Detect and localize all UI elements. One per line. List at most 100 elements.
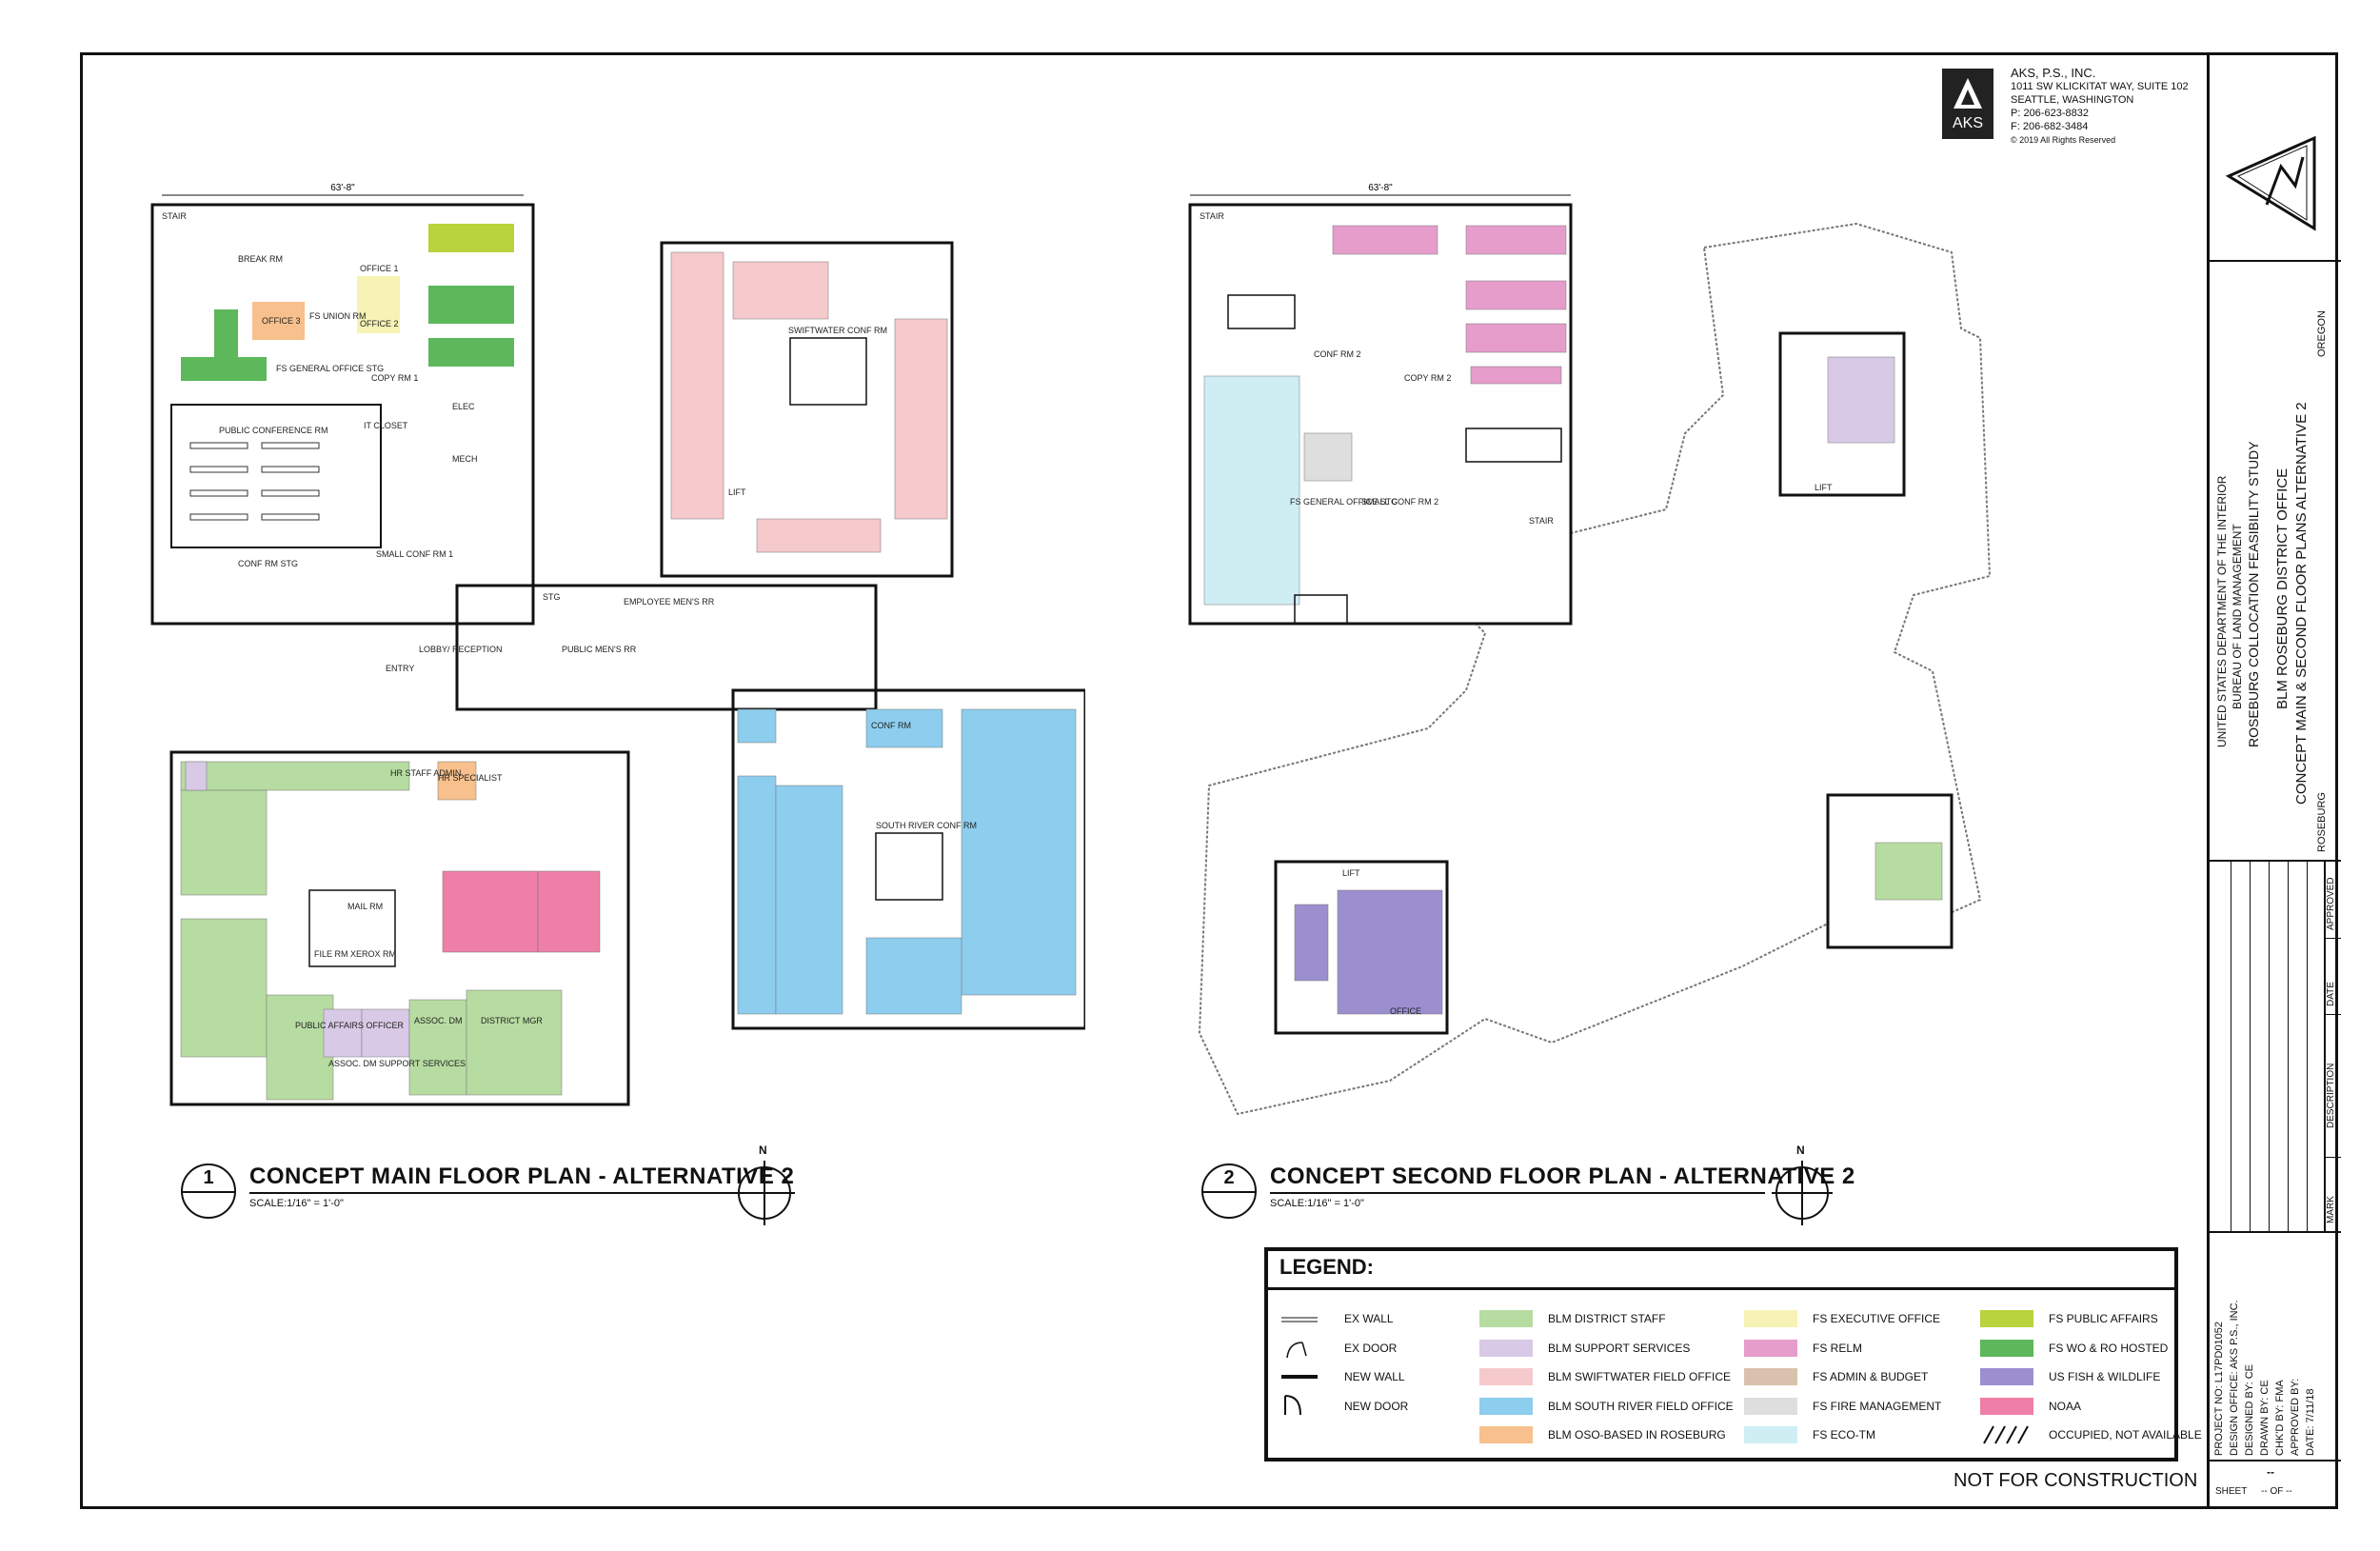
label-lobby: LOBBY/ RECEPTION	[419, 645, 503, 654]
label-public-mens: PUBLIC MEN'S RR	[562, 645, 637, 654]
plan2-north-label: N	[1796, 1143, 1805, 1157]
label-office3: OFFICE 3	[262, 316, 301, 326]
drawn-by: DRAWN BY: CE	[2259, 1380, 2271, 1456]
legend-ex-door: EX DOOR	[1344, 1342, 1398, 1355]
agency-line2: BUREAU OF LAND MANAGEMENT	[2231, 524, 2244, 709]
legend-swatch-fs-executive	[1744, 1310, 1797, 1327]
rev-description-header: DESCRIPTION	[2326, 1063, 2336, 1128]
sheet-label: SHEET	[2215, 1486, 2248, 1497]
plan1-number: 1	[203, 1167, 214, 1188]
legend-title: LEGEND:	[1279, 1255, 1374, 1279]
legend-new-door: NEW DOOR	[1344, 1400, 1409, 1413]
blm-seal-icon	[2225, 135, 2316, 231]
legend-swatch-blm-district-staff	[1479, 1310, 1533, 1327]
label-office1: OFFICE 1	[360, 264, 399, 273]
legend-swatch-fs-admin	[1744, 1368, 1797, 1385]
legend-fs-fire: FS FIRE MANAGEMENT	[1813, 1400, 1942, 1413]
design-office: DESIGN OFFICE: AKS P.S., INC.	[2229, 1300, 2240, 1456]
label-fs-general-2: FS GENERAL OFFICE STG	[1290, 497, 1398, 507]
label-small-conf-2: SMALL CONF RM 2	[1361, 497, 1438, 507]
plan2-number-bubble: 2	[1201, 1163, 1257, 1219]
legend-swatch-blm-south-river	[1479, 1398, 1533, 1415]
legend-ex-wall: EX WALL	[1344, 1312, 1394, 1325]
label-district-mgr: DISTRICT MGR	[481, 1016, 543, 1025]
rev-date-header: DATE	[2326, 982, 2336, 1006]
legend-blm-oso: BLM OSO-BASED IN ROSEBURG	[1548, 1428, 1726, 1442]
plan2-scale: SCALE:1/16" = 1'-0"	[1270, 1198, 1364, 1209]
legend: LEGEND: EX WALL EX DOOR NEW WALL NEW DOO…	[1264, 1247, 2202, 1462]
label-it-closet: IT CLOSET	[364, 421, 408, 430]
legend-blm-south-river: BLM SOUTH RIVER FIELD OFFICE	[1548, 1400, 1734, 1413]
legend-swatch-blm-oso	[1479, 1426, 1533, 1443]
ex-door-key-icon	[1286, 1342, 1307, 1359]
legend-swatch-fs-wo-ro	[1980, 1340, 2033, 1357]
title-block: UNITED STATES DEPARTMENT OF THE INTERIOR…	[2207, 52, 2341, 1509]
not-for-construction: NOT FOR CONSTRUCTION	[1954, 1470, 2198, 1491]
plan1-north-label: N	[759, 1143, 767, 1157]
label-entry: ENTRY	[386, 664, 414, 673]
new-wall-key-icon	[1281, 1375, 1318, 1379]
project-title-cell: UNITED STATES DEPARTMENT OF THE INTERIOR…	[2210, 262, 2341, 862]
project-info-cell: PROJECT NO: L17PD01052 DESIGN OFFICE: AK…	[2210, 1233, 2341, 1462]
plan1-title: CONCEPT MAIN FLOOR PLAN - ALTERNATIVE 2	[249, 1163, 795, 1189]
sheet-number: --	[2267, 1465, 2274, 1479]
plan1-dimension: 63'-8"	[330, 183, 355, 193]
label-stg: STG	[543, 592, 561, 602]
new-door-key-icon	[1284, 1395, 1301, 1416]
city-label: ROSEBURG	[2316, 792, 2328, 852]
plan2-number: 2	[1223, 1167, 1235, 1188]
legend-swatch-blm-support	[1479, 1340, 1533, 1357]
label-assoc-dm: ASSOC. DM	[414, 1016, 463, 1025]
label-mail-rm: MAIL RM	[347, 902, 383, 911]
label-fs-general: FS GENERAL OFFICE STG	[276, 364, 384, 373]
legend-noaa: NOAA	[2049, 1400, 2082, 1413]
plan1-north-arrow-icon: N	[734, 1143, 795, 1225]
label-swiftwater-conf: SWIFTWATER CONF RM	[788, 326, 887, 335]
label-hr-staff: HR STAFF ADMIN	[390, 768, 461, 778]
agency-seal-cell	[2210, 52, 2341, 262]
label-stair-2b: STAIR	[1529, 516, 1554, 526]
label-conf-rm-2: CONF RM 2	[1314, 349, 1361, 359]
aks-logo-icon: AKS	[1953, 78, 1983, 131]
label-stair-nw: STAIR	[162, 211, 187, 221]
label-south-river-conf: SOUTH RIVER CONF RM	[876, 821, 977, 830]
firm-address2: SEATTLE, WASHINGTON	[2011, 94, 2134, 106]
label-mech: MECH	[452, 454, 478, 464]
label-public-conference: PUBLIC CONFERENCE RM	[219, 426, 328, 435]
label-lift-tower3: LIFT	[1342, 868, 1360, 878]
plan1-scale: SCALE:1/16" = 1'-0"	[249, 1198, 344, 1209]
label-public-affairs: PUBLIC AFFAIRS OFFICER	[295, 1021, 405, 1030]
legend-blm-swiftwater: BLM SWIFTWATER FIELD OFFICE	[1548, 1370, 1731, 1383]
label-small-conf1: SMALL CONF RM 1	[376, 549, 453, 559]
sheet-of: -- OF --	[2261, 1486, 2292, 1497]
project-number: PROJECT NO: L17PD01052	[2213, 1321, 2225, 1456]
firm-phone: P: 206-623-8832	[2011, 108, 2089, 119]
legend-blm-support: BLM SUPPORT SERVICES	[1548, 1342, 1691, 1355]
designed-by: DESIGNED BY: CE	[2244, 1364, 2255, 1456]
legend-occupied: OCCUPIED, NOT AVAILABLE	[2049, 1428, 2202, 1442]
label-break-rm: BREAK RM	[238, 254, 283, 264]
legend-swatch-us-fish-wildlife	[1980, 1368, 2033, 1385]
legend-new-wall: NEW WALL	[1344, 1370, 1405, 1383]
rev-mark-header: MARK	[2326, 1196, 2336, 1223]
revision-table: APPROVED DATE DESCRIPTION MARK	[2210, 862, 2341, 1233]
label-fs-union: FS UNION RM	[309, 311, 367, 321]
rev-approved-header: APPROVED	[2326, 877, 2336, 930]
label-copy1: COPY RM 1	[371, 373, 418, 383]
ex-wall-key-icon	[1281, 1317, 1318, 1322]
legend-fs-admin: FS ADMIN & BUDGET	[1813, 1370, 1929, 1383]
firm-name: AKS, P.S., INC.	[2011, 66, 2096, 80]
firm-copyright: © 2019 All Rights Reserved	[2011, 135, 2116, 145]
checked-by: CHK'D BY: FMA	[2274, 1380, 2286, 1456]
plan1-title-underline	[249, 1192, 735, 1194]
legend-swatch-noaa	[1980, 1398, 2033, 1415]
plan2-title: CONCEPT SECOND FLOOR PLAN - ALTERNATIVE …	[1270, 1163, 1855, 1189]
legend-swatch-fs-public-affairs	[1980, 1310, 2033, 1327]
label-elec: ELEC	[452, 402, 475, 411]
label-conf-rm: CONF RM	[871, 721, 911, 730]
firm-logo: AKS	[1942, 69, 1993, 139]
plan2-dimension: 63'-8"	[1368, 183, 1393, 193]
label-assoc-dm-support: ASSOC. DM SUPPORT SERVICES	[328, 1059, 466, 1068]
main-floor-plan: 63'-8"	[150, 183, 1085, 1106]
legend-fs-wo-ro: FS WO & RO HOSTED	[2049, 1342, 2169, 1355]
